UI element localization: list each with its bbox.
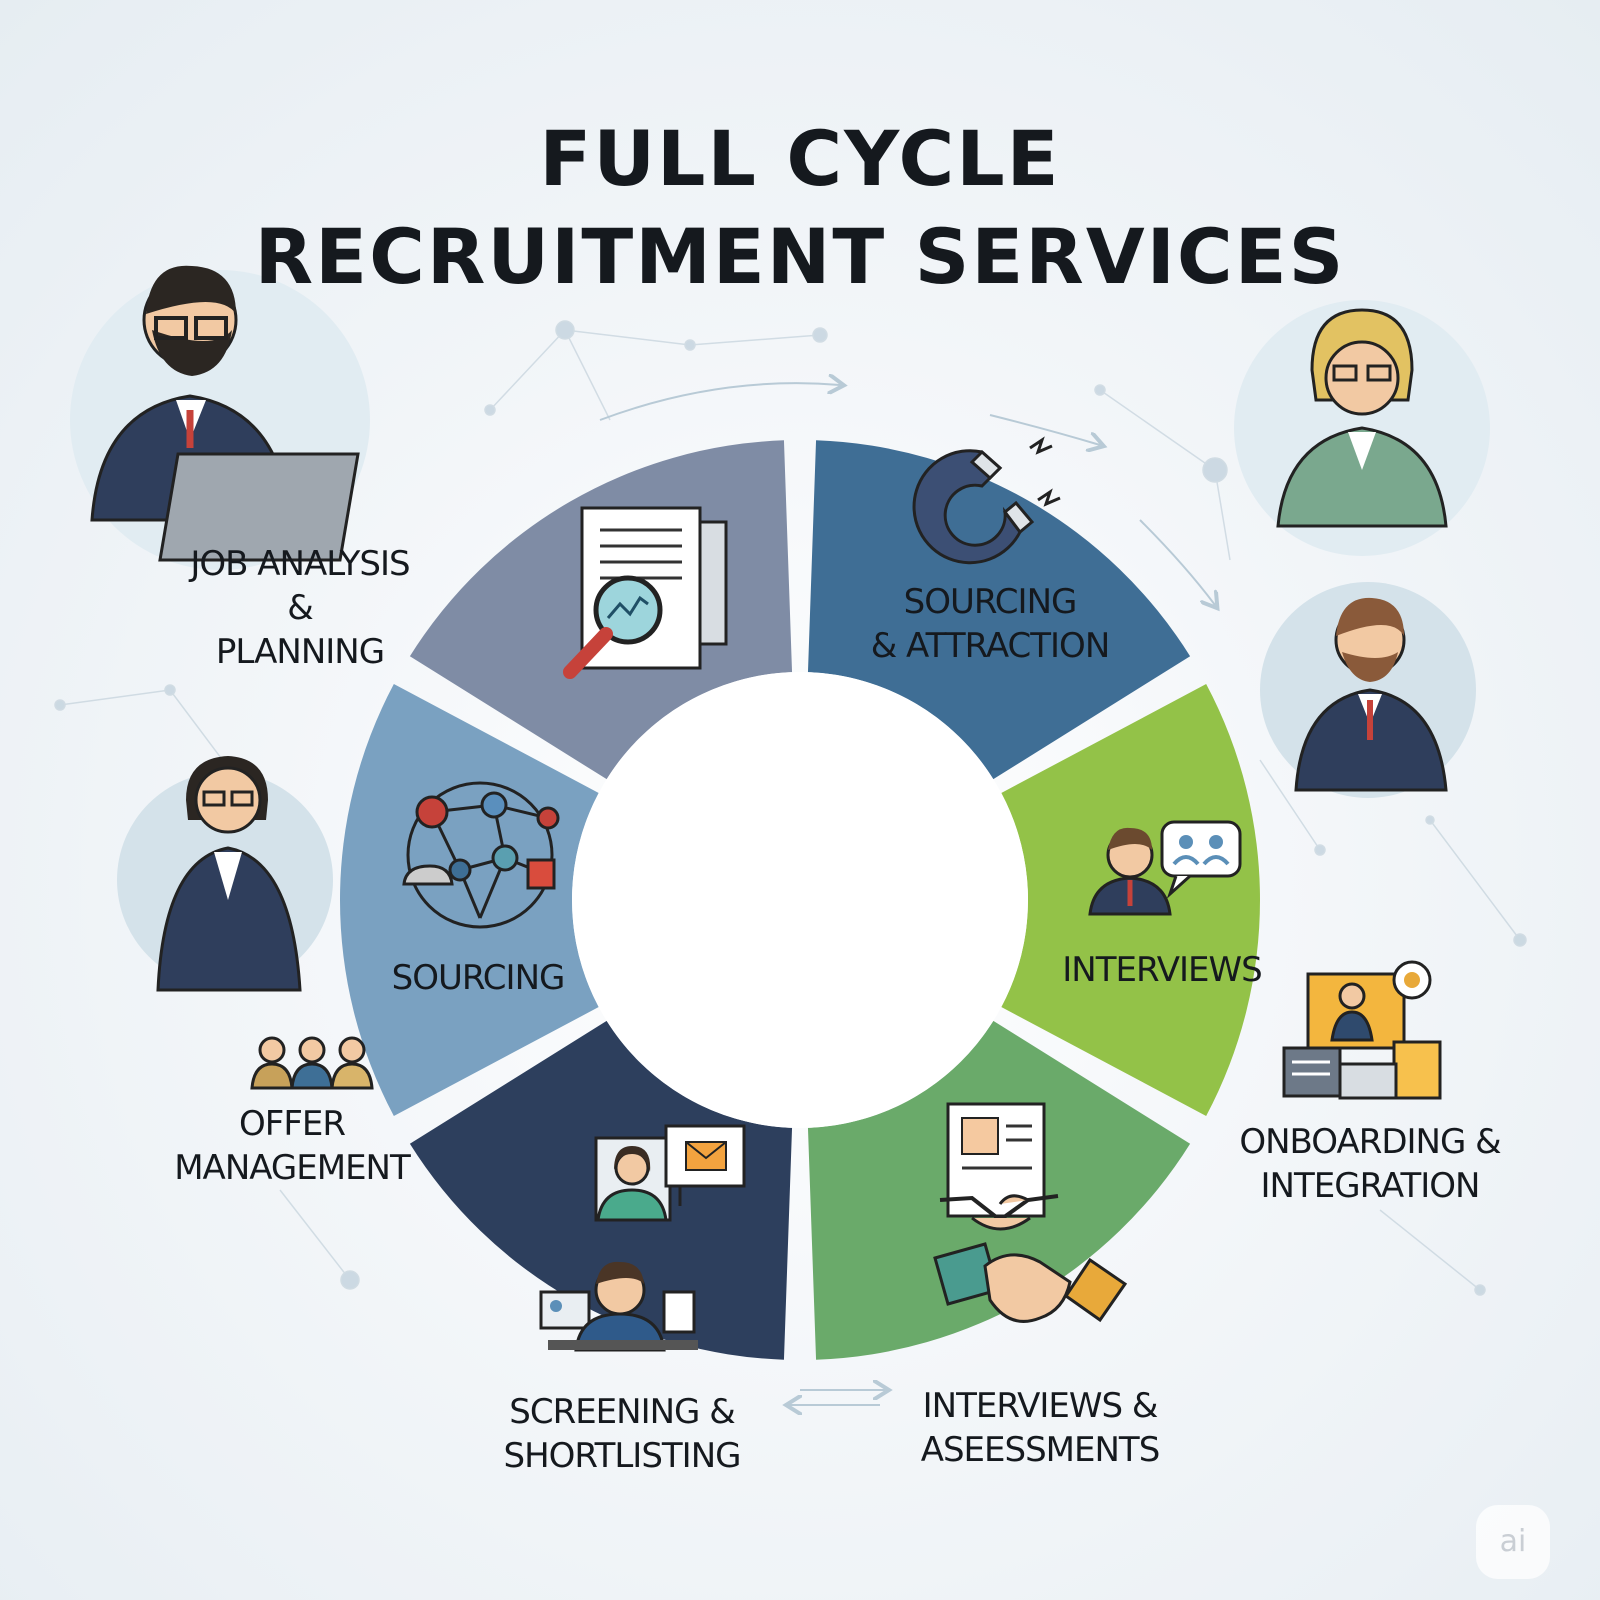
onboarding-monitor-icon bbox=[1282, 960, 1442, 1100]
document-magnifier-icon bbox=[563, 506, 728, 679]
side-label-offer-management: OFFER MANAGEMENT bbox=[174, 1104, 411, 1188]
stage-label-sourcing-attraction: SOURCING & ATTRACTION bbox=[870, 582, 1111, 666]
wheel-center bbox=[572, 672, 1028, 1128]
side-label-onboarding-integration: ONBOARDING & INTEGRATION bbox=[1239, 1122, 1501, 1206]
page-title: FULL CYCLE RECRUITMENT SERVICES bbox=[0, 110, 1600, 306]
cycle-arrows bbox=[599, 383, 1215, 1405]
segment-job-analysis bbox=[807, 440, 1191, 780]
stage-label-interviews: INTERVIEWS bbox=[1062, 950, 1262, 990]
handshake-icon bbox=[939, 1102, 1059, 1231]
ai-badge: ai bbox=[1476, 1505, 1550, 1579]
title-line-1: FULL CYCLE bbox=[539, 114, 1061, 203]
title-line-2: RECRUITMENT SERVICES bbox=[254, 212, 1346, 301]
handshake-large-icon bbox=[933, 1242, 1128, 1323]
stage-label-job-analysis: JOB ANALYSIS & PLANNING bbox=[190, 544, 410, 672]
segment-screening-shortlisting bbox=[340, 684, 599, 1116]
team-icon bbox=[250, 1036, 374, 1090]
interview-chat-icon bbox=[1088, 820, 1242, 916]
video-screening-icon bbox=[594, 1124, 746, 1222]
stage-label-sourcing: SOURCING bbox=[391, 958, 566, 998]
avatar-man-laptop bbox=[70, 265, 370, 570]
screening-desk-icon bbox=[539, 1261, 698, 1352]
avatar-man-bearded bbox=[1260, 582, 1476, 798]
avatar-woman-glasses bbox=[117, 756, 333, 992]
stage-label-interviews-assessments: INTERVIEWS & ASEESSMENTS bbox=[920, 1386, 1161, 1470]
avatar-woman-blonde bbox=[1234, 300, 1490, 556]
stage-label-screening-shortlisting: SCREENING & SHORTLISTING bbox=[503, 1392, 742, 1476]
network-icon bbox=[402, 781, 560, 929]
magnet-icon bbox=[912, 436, 1061, 565]
